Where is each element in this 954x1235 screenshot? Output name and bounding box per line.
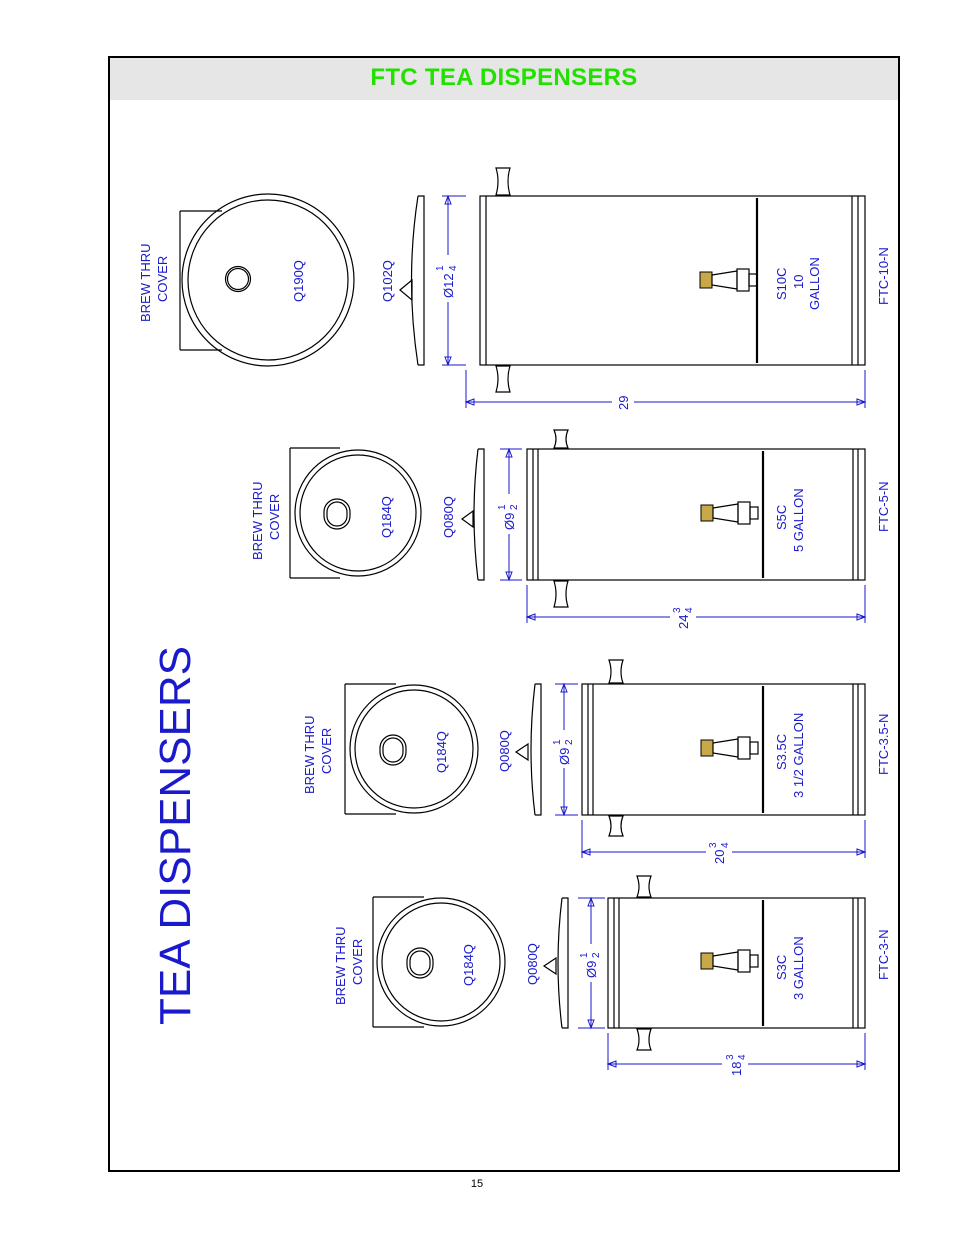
height-den: 4 (737, 1054, 748, 1060)
diameter-num: 1 (552, 739, 563, 745)
capacity-1: 5 GALLON (791, 488, 806, 552)
height-dimension (580, 820, 867, 858)
cover-view (289, 447, 422, 579)
lid-view (542, 897, 569, 1029)
diameter-den: 2 (591, 952, 602, 958)
height-den: 4 (684, 607, 695, 613)
diameter-den: 4 (448, 265, 459, 271)
cover-label-2: COVER (350, 939, 365, 985)
lid-view (514, 683, 542, 816)
cover-part: Q190Q (291, 260, 306, 302)
height-dimension (525, 585, 867, 623)
diameter-whole: Ø9 (584, 961, 599, 978)
dispenser-ftc-5-n: BREW THRU COVER Q184Q Q080Q Ø9 1 2 (250, 429, 891, 629)
tank-body (581, 659, 866, 837)
cover-view (372, 896, 506, 1028)
height-dimension (464, 370, 867, 408)
cover-label-2: COVER (155, 256, 170, 302)
lid-view (399, 195, 425, 366)
cover-part: Q184Q (434, 731, 449, 773)
faucet (699, 268, 758, 292)
capacity-1: 3 GALLON (791, 936, 806, 1000)
faucet-part: S3.5C (774, 734, 789, 770)
capacity-2: GALLON (807, 257, 822, 310)
height-whole: 18 (729, 1062, 744, 1076)
cover-view (179, 193, 355, 367)
cover-label-2: COVER (319, 728, 334, 774)
cover-label-1: BREW THRU (138, 244, 153, 322)
diameter-dimension (555, 682, 578, 817)
faucet-part: S3C (774, 955, 789, 980)
faucet (700, 501, 759, 525)
faucet (700, 949, 759, 973)
diameter-whole: Ø12 (441, 273, 456, 298)
diameter-dimension (442, 194, 466, 367)
diameter-den: 2 (509, 504, 520, 510)
model-label: FTC-3.5-N (876, 714, 891, 775)
faucet-part: S5C (774, 505, 789, 530)
cover-label-1: BREW THRU (333, 927, 348, 1005)
cover-label-1: BREW THRU (250, 482, 265, 560)
model-label: FTC-3-N (876, 929, 891, 980)
height-whole: 20 (712, 850, 727, 864)
height-whole: 24 (676, 615, 691, 629)
model-label: FTC-10-N (876, 247, 891, 305)
height-num: 3 (708, 842, 719, 848)
faucet-part: S10C (774, 267, 789, 300)
cover-part: Q184Q (379, 496, 394, 538)
lid-part: Q102Q (380, 260, 395, 302)
diameter-dimension (500, 447, 522, 582)
diameter-den: 2 (564, 739, 575, 745)
lid-part: Q080Q (525, 943, 540, 985)
tank-body (526, 429, 866, 608)
cover-view (344, 683, 479, 815)
cover-label-1: BREW THRU (302, 716, 317, 794)
diameter-num: 1 (497, 504, 508, 510)
header-band: FTC TEA DISPENSERS (110, 58, 898, 100)
side-title: TEA DISPENSERS (151, 646, 200, 1025)
height-num: 3 (725, 1054, 736, 1060)
dispenser-ftc-10-n: BREW THRU COVER Q190Q Q102Q Ø12 1 4 (138, 167, 891, 410)
diameter-whole: Ø9 (557, 748, 572, 765)
cover-label-2: COVER (267, 494, 282, 540)
lid-view (460, 448, 485, 581)
diameter-num: 1 (435, 265, 446, 271)
diameter-whole: Ø9 (502, 513, 517, 530)
page-title: FTC TEA DISPENSERS (370, 64, 638, 91)
height-den: 4 (720, 842, 731, 848)
diameter-num: 1 (579, 952, 590, 958)
height-whole: 29 (616, 396, 631, 410)
tank-body (607, 875, 866, 1051)
dispenser-ftc-3-5-n: BREW THRU COVER Q184Q Q080Q Ø9 1 2 (302, 659, 891, 864)
capacity-1: 3 1/2 GALLON (791, 713, 806, 798)
model-label: FTC-5-N (876, 481, 891, 532)
height-dimension (606, 1033, 867, 1070)
lid-part: Q080Q (497, 730, 512, 772)
diameter-dimension (578, 896, 605, 1030)
faucet (700, 736, 759, 760)
height-num: 3 (672, 607, 683, 613)
cover-part: Q184Q (461, 944, 476, 986)
capacity-1: 10 (791, 275, 806, 289)
dispenser-ftc-3-n: BREW THRU COVER Q184Q Q080Q Ø9 1 2 (333, 875, 891, 1076)
page-frame: FTC TEA DISPENSERS (108, 56, 900, 1172)
lid-part: Q080Q (441, 496, 456, 538)
page-number: 15 (470, 1178, 484, 1190)
